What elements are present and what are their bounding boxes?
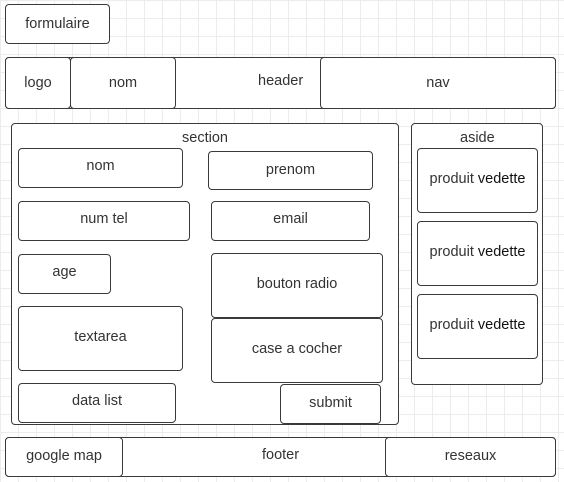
submit-field-label: submit	[309, 395, 352, 411]
data-list-field-label: data list	[72, 393, 122, 409]
nav-label: nav	[426, 75, 450, 91]
aside-label: aside	[460, 130, 495, 146]
aside-item-word-2: vedette	[477, 170, 526, 187]
aside-item-word-1: produit	[429, 243, 474, 260]
textarea-field-label: textarea	[74, 328, 127, 345]
nav-box: nav	[320, 57, 556, 109]
nom-field-label: nom	[86, 158, 115, 174]
aside-item: produit vedette	[417, 294, 538, 359]
submit-field-box: submit	[280, 384, 381, 424]
num-tel-field-label: num tel	[80, 211, 128, 227]
prenom-field-box: prenom	[208, 151, 373, 190]
aside-item-word-2: vedette	[477, 316, 526, 333]
footer-label: footer	[262, 447, 300, 463]
bouton-radio-field-box: bouton radio	[211, 253, 383, 318]
textarea-field-box: textarea	[18, 306, 183, 371]
nom-field-box: nom	[18, 148, 183, 188]
google-map-label: google map	[26, 448, 102, 464]
age-field-box: age	[18, 254, 111, 294]
aside-item-word-1: produit	[429, 316, 474, 333]
aside-item-word-2: vedette	[477, 243, 526, 260]
formulaire-label: formulaire	[25, 16, 90, 32]
email-field-box: email	[211, 201, 370, 241]
formulaire-box: formulaire	[5, 4, 110, 44]
logo-label: logo	[24, 75, 52, 91]
aside-item: produit vedette	[417, 148, 538, 213]
case-a-cocher-field-box: case a cocher	[211, 318, 383, 383]
num-tel-field-box: num tel	[18, 201, 190, 241]
google-map-box: google map	[5, 437, 123, 477]
aside-item-word-1: produit	[429, 170, 474, 187]
age-field-label: age	[52, 264, 77, 280]
aside-item: produit vedette	[417, 221, 538, 286]
nom-box: nom	[70, 57, 176, 109]
prenom-field-label: prenom	[265, 161, 316, 178]
email-field-label: email	[273, 211, 308, 227]
reseaux-box: reseaux	[385, 437, 556, 477]
nom-label: nom	[108, 75, 138, 91]
section-label: section	[182, 130, 228, 146]
logo-box: logo	[5, 57, 71, 109]
bouton-radio-field-label: bouton radio	[256, 275, 338, 292]
reseaux-label: reseaux	[444, 448, 497, 464]
case-a-cocher-field-label: case a cocher	[251, 340, 343, 357]
data-list-field-box: data list	[18, 383, 176, 423]
header-label: header	[258, 73, 304, 89]
